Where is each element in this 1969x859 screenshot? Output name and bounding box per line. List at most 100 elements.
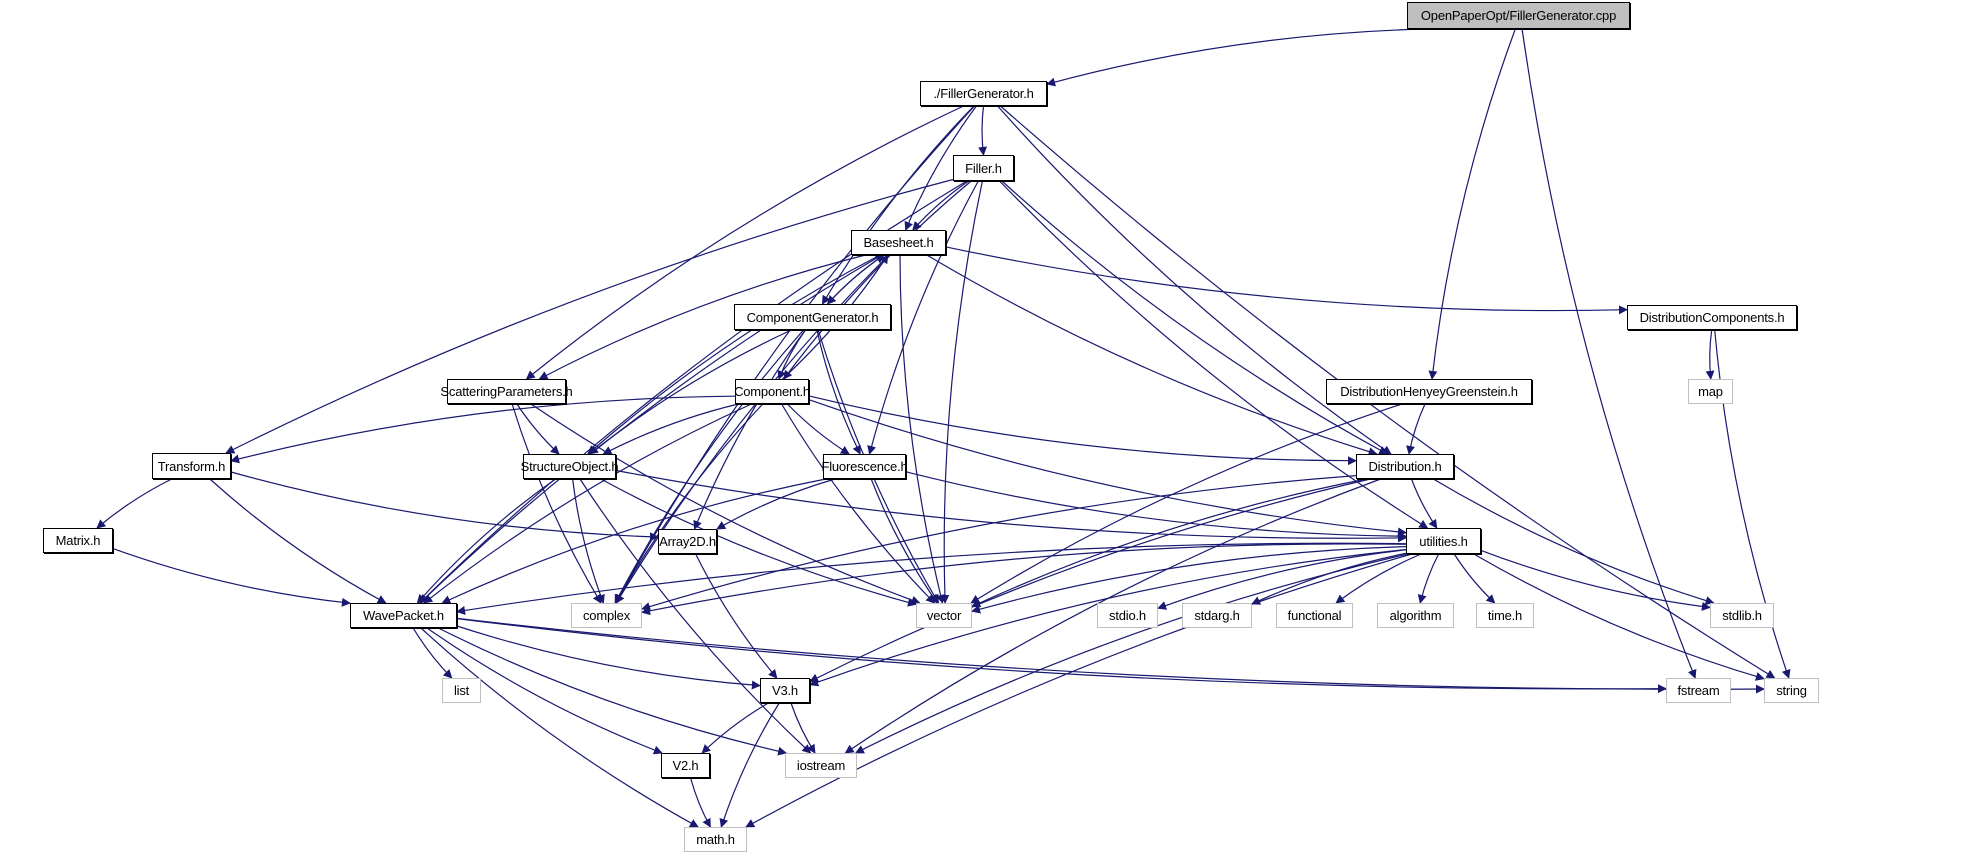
edge-utilities-to-string (1473, 553, 1765, 681)
node-stdarg: stdarg.h (1182, 603, 1252, 628)
node-matrix[interactable]: Matrix.h (43, 528, 113, 553)
node-label: fstream (1677, 683, 1720, 698)
edge-v3-to-iostream (790, 702, 816, 754)
edge-transform-to-wavepacket (209, 478, 387, 604)
edge-wavepacket-to-string (456, 617, 1765, 694)
edge-v3-to-v2 (701, 702, 769, 754)
node-label: Filler.h (965, 160, 1002, 176)
node-label: Distribution.h (1368, 459, 1442, 474)
edge-basesheet-to-structobj (587, 254, 881, 455)
node-label: complex (582, 608, 630, 623)
edge-compgen-to-complex (614, 329, 804, 604)
edge-filler-to-component (783, 180, 972, 380)
node-label: time.h (1487, 608, 1523, 623)
edge-structobj-to-utilities (615, 469, 1407, 543)
edge-dist-to-iostream (844, 478, 1381, 754)
node-label: V3.h (772, 683, 798, 698)
node-label: iostream (796, 758, 846, 773)
edge-array2d-to-v3 (695, 553, 778, 679)
edge-root-to-fillergen (1046, 28, 1426, 87)
node-scatter[interactable]: ScatteringParameters.h (440, 379, 573, 404)
node-v2[interactable]: V2.h (661, 753, 710, 778)
node-label: V2.h (672, 758, 699, 773)
node-math: math.h (684, 827, 747, 852)
edge-scatter-to-structobj (516, 403, 560, 455)
edge-wavepacket-to-fstream (456, 618, 1667, 694)
node-filler[interactable]: Filler.h (953, 155, 1014, 181)
node-label: list (453, 683, 470, 698)
node-label: Fluorescence.h (821, 459, 908, 474)
node-dist[interactable]: Distribution.h (1356, 454, 1454, 479)
edge-dist-to-utilities (1410, 478, 1438, 529)
node-fstream: fstream (1666, 678, 1731, 703)
edge-utilities-to-math (745, 553, 1412, 828)
node-label: vector (926, 608, 962, 623)
node-functional: functional (1276, 603, 1353, 628)
edge-basesheet-to-vector (899, 254, 945, 604)
node-utilities[interactable]: utilities.h (1406, 528, 1481, 554)
edge-filler-to-dist (1001, 180, 1389, 455)
node-label: map (1698, 384, 1723, 399)
edge-utilities-to-vector (971, 546, 1407, 614)
edge-v3-to-math (719, 702, 780, 828)
node-basesheet[interactable]: Basesheet.h (851, 230, 946, 255)
node-component[interactable]: Component.h (734, 379, 810, 404)
node-label: algorithm (1389, 608, 1442, 623)
edge-basesheet-to-wavepacket (419, 254, 883, 604)
node-structobj[interactable]: StructureObject.h (521, 454, 619, 479)
node-label: Component.h (734, 384, 810, 399)
edge-component-to-complex (615, 403, 764, 604)
node-label: Matrix.h (55, 533, 101, 548)
edge-filler-to-transform (225, 178, 954, 454)
edge-filler-to-fluor (867, 180, 979, 455)
edge-component-to-fluor (786, 403, 850, 455)
node-label: ScatteringParameters.h (440, 384, 573, 399)
node-compgen[interactable]: ComponentGenerator.h (734, 304, 891, 330)
edge-component-to-dist (808, 395, 1357, 466)
edge-utilities-to-stdlib (1480, 549, 1711, 611)
edge-utilities-to-algorithm (1417, 553, 1440, 604)
node-fluor[interactable]: Fluorescence.h (821, 454, 908, 479)
edge-structobj-to-complex (572, 478, 605, 604)
node-root[interactable]: OpenPaperOpt/FillerGenerator.cpp (1407, 2, 1630, 29)
edge-filler-to-vector (940, 180, 983, 604)
edge-transform-to-matrix (96, 478, 172, 529)
node-distcomp[interactable]: DistributionComponents.h (1627, 305, 1797, 330)
edge-utilities-to-v3 (809, 548, 1407, 687)
edge-dist-to-stdlib (1432, 478, 1715, 605)
node-map: map (1688, 379, 1733, 404)
edge-basesheet-to-scatter (538, 254, 866, 380)
node-label: stdlib.h (1722, 608, 1762, 623)
node-v3[interactable]: V3.h (760, 678, 810, 703)
edge-compgen-to-basesheet (827, 254, 885, 305)
edge-fluor-to-wavepacket (441, 478, 826, 604)
edge-fillergen-to-scatter (525, 105, 964, 380)
edge-root-to-disthg (1428, 28, 1516, 380)
node-label: ./FillerGenerator.h (933, 86, 1034, 101)
edge-transform-to-array2d (230, 471, 659, 542)
node-list: list (442, 678, 481, 703)
edge-dist-to-v3 (809, 478, 1371, 683)
node-wavepacket[interactable]: WavePacket.h (350, 603, 457, 628)
edge-structobj-to-wavepacket (416, 478, 556, 604)
node-disthg[interactable]: DistributionHenyeyGreenstein.h (1326, 379, 1532, 404)
edge-fluor-to-utilities (905, 471, 1407, 541)
edge-fillergen-to-string (1000, 105, 1776, 679)
node-stdio: stdio.h (1097, 603, 1158, 628)
node-stdlib: stdlib.h (1710, 603, 1774, 628)
edge-compgen-to-array2d (693, 329, 806, 530)
node-label: utilities.h (1419, 533, 1468, 549)
node-vector: vector (916, 603, 972, 628)
node-fillergen[interactable]: ./FillerGenerator.h (920, 81, 1047, 106)
node-iostream: iostream (785, 753, 857, 778)
edge-dist-to-vector (971, 478, 1367, 608)
node-complex: complex (571, 603, 642, 628)
edge-basesheet-to-complex (615, 254, 890, 604)
node-array2d[interactable]: Array2D.h (658, 529, 717, 554)
edge-wavepacket-to-v3 (456, 625, 761, 690)
node-transform[interactable]: Transform.h (152, 453, 231, 479)
node-label: Transform.h (157, 458, 226, 474)
node-label: Array2D.h (659, 534, 716, 549)
edge-utilities-to-wavepacket (456, 542, 1407, 615)
